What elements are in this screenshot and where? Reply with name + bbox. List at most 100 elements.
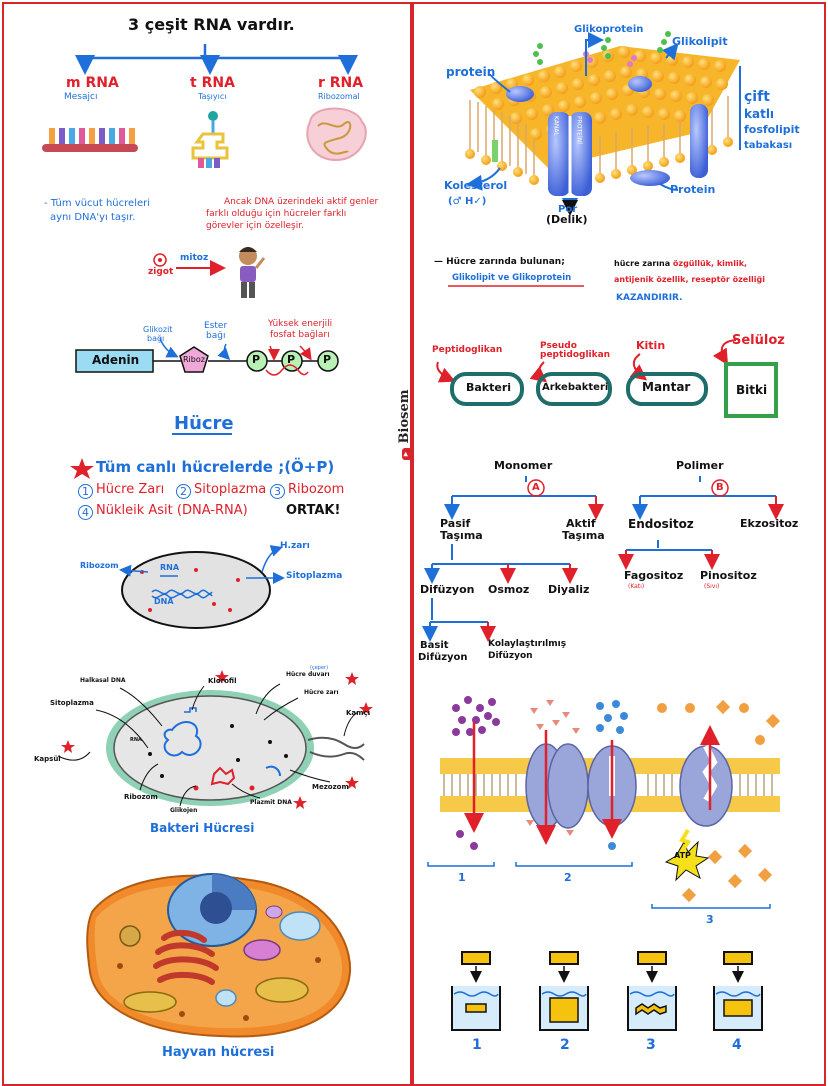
bacteria-cell [106,690,365,806]
cell-item-2: Sitoplazma [194,482,267,497]
zar-note-left-2: Glikolipit ve Glikoprotein [452,273,572,283]
simple-rna: RNA [160,563,180,572]
mem-kolesterol-note: (♂ H✓) [448,196,487,207]
mem-cift: çift [744,89,770,105]
mem-proteini: PROTEİNİ [575,116,583,144]
bac-duvar: Hücre duvarı [286,671,330,678]
tr-b: B [716,482,724,493]
bac-zar: Hücre zarı [304,689,339,696]
cell-item-4: Nükleik Asit (DNA-RNA) [96,503,248,518]
cell-item-1: Hücre Zarı [96,482,165,497]
rna-title: 3 çeşit RNA vardır. [128,15,295,34]
note-right-1: Ancak DNA üzerindeki aktif genler [224,197,379,207]
rrna-desc: Ribozomal [318,92,360,101]
mem-protein-top: protein [446,65,496,79]
cell-item-1-num: 1 [78,484,93,499]
wall-pseudo: Pseudo peptidoglikan [540,341,611,360]
bac-halkasal: Halkasal DNA [80,677,126,684]
mrna-desc: Mesajcı [64,92,98,102]
beaker-1: 1 [472,1037,482,1053]
tr-polimer: Polimer [676,459,724,472]
simple-hzari: H.zarı [280,541,310,551]
bac-ribozom: Ribozom [124,793,158,801]
mem-fosfolipit: fosfolipit [744,123,800,136]
tr-kolay-1: Kolaylaştırılmış [488,639,567,649]
bac-klorofil: Klorofil [208,677,237,685]
bacteria-pointers [57,683,359,807]
mem-glikolipit: Glikolipit [672,35,728,48]
ester-label-1: Ester [204,321,228,331]
rrna-icon [306,107,367,162]
tr-monomer: Monomer [494,459,553,472]
cell-item-4-num: 4 [78,505,93,520]
tr-basit-1: Basit [420,640,449,651]
high-energy-label-1: Yüksek enerjili [268,319,333,329]
ester-label-2: bağı [206,331,226,341]
mem-kanal: KANAL [552,116,560,136]
mem-tabakasi: tabakası [744,140,793,151]
tr-ekzositoz: Ekzositoz [740,517,799,530]
animal-title: Hayvan hücresi [162,1045,275,1060]
tr-fagositoz: Fagositoz [624,569,684,582]
ortak-label: ORTAK! [286,503,341,518]
tr-num-1: 1 [458,871,466,884]
tr-kati: (Katı) [628,583,645,590]
mrna-name: m RNA [66,75,119,91]
mem-protein-bottom: Protein [670,183,716,196]
beaker-2: 2 [560,1037,570,1053]
trna-name: t RNA [190,75,235,91]
bac-plazmit: Plazmit DNA [250,799,292,806]
atp-structure [75,337,339,376]
mem-delik: (Delik) [546,213,588,226]
trna-icon [191,111,229,168]
bac-ceper: (çeper) [310,665,329,671]
tr-aktif-1: Aktif [566,517,596,530]
mem-katli: katlı [744,107,775,121]
phosphate-3: P [323,353,332,366]
zigot-label: zigot [148,267,174,277]
cell-wall-diagrams [436,339,778,418]
star-icon [70,458,94,479]
note-right-2: farklı olduğu için hücreler farklı [206,209,347,219]
simple-ribozom: Ribozom [80,561,119,570]
transport-membranes [427,696,781,909]
zar-note-right-2: antijenik özellik, reseptör özelliği [614,275,765,284]
high-energy-label-2: fosfat bağları [270,330,330,340]
right-frame [412,2,826,1086]
tr-difuzyon: Difüzyon [420,583,475,596]
rrna-name: r RNA [318,75,364,91]
tr-num-3: 3 [706,913,714,926]
note-left-2: aynı DNA'yı taşır. [50,212,136,223]
note-right-3: görevler için özelleşir. [206,221,304,231]
note-left-1: - Tüm vücut hücreleri [44,198,151,209]
tr-aktif-2: Taşıma [562,529,605,542]
zar-note-right-3: KAZANDIRIR. [616,293,683,303]
rna-tree [75,44,358,75]
bacteria-stars [61,670,373,809]
org-bakteri: Bakteri [466,381,512,394]
phosphate-2: P [287,353,296,366]
tr-sivi: (Sıvı) [704,583,720,590]
tr-osmoz: Osmoz [488,583,530,596]
cell-membrane [465,31,741,216]
mem-glikoprotein: Glikoprotein [574,24,644,35]
beaker-4: 4 [732,1037,742,1053]
tr-pinositoz: Pinositoz [700,569,757,582]
bac-glikojen: Glikojen [170,807,198,814]
zigot-icon [153,253,226,276]
zar-note-left-1: — Hücre zarında bulunan; [434,257,565,267]
zar-note-right-1: hücre zarına özgüllük, kimlik, [614,259,747,269]
org-mantar: Mantar [642,380,691,394]
mem-por: Por [558,204,578,215]
cell-item-2-num: 2 [176,484,191,499]
tr-kolay-2: Difüzyon [488,651,533,661]
tr-atp: ATP [674,851,691,860]
cell-title: Hücre [174,413,234,434]
tr-a: A [532,482,540,493]
tr-pasif-2: Taşıma [440,529,483,542]
zar-note-right-1a: hücre zarına [614,259,673,268]
beaker-3: 3 [646,1037,656,1053]
wall-kitin: Kitin [636,339,666,352]
